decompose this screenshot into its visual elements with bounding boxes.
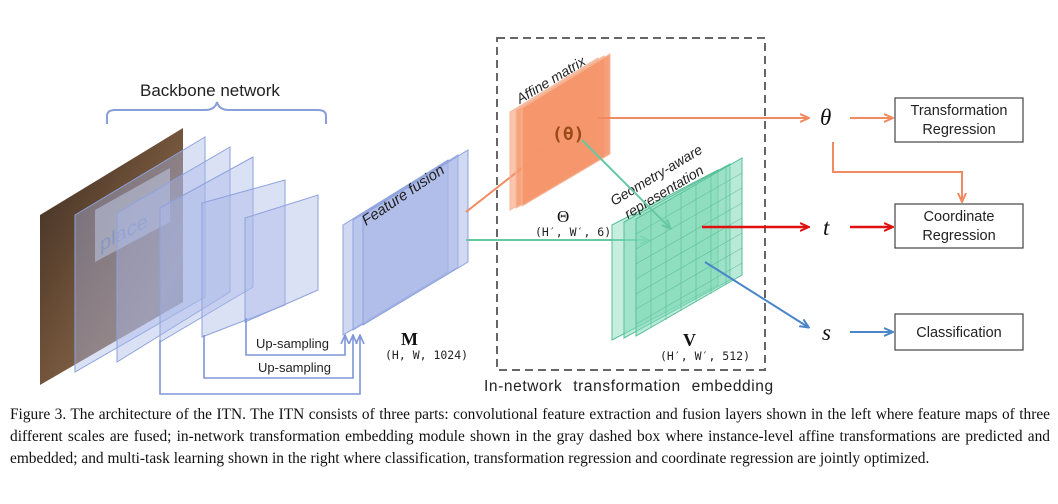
backbone-label: Backbone network (140, 81, 280, 100)
embedding-module-box (496, 37, 766, 371)
upsampling-label-1: Up-sampling (256, 336, 329, 351)
theta-to-geometry-arrow (581, 139, 670, 228)
transformation-regression-line2: Regression (922, 122, 995, 138)
output-theta-symbol: θ (820, 105, 831, 130)
classification-label: Classification (916, 325, 1001, 341)
itn-architecture-diagram: Backbone network place Up-sampling Up-sa… (40, 37, 1024, 395)
theta-dims: (H′, W′, 6) (535, 225, 611, 239)
transformation-regression-line1: Transformation (911, 103, 1008, 119)
s-output-arrow (704, 261, 808, 327)
output-t-symbol: t (823, 215, 830, 240)
m-dims: (H, W, 1024) (385, 348, 468, 362)
affine-matrix-stack (509, 53, 611, 211)
classification-box: Classification (894, 313, 1024, 351)
v-symbol: V (683, 330, 696, 350)
upsampling-label-2: Up-sampling (258, 360, 331, 375)
input-image: place (40, 128, 183, 385)
output-s-symbol: s (822, 320, 831, 345)
transformation-regression-box: Transformation Regression (894, 97, 1024, 143)
v-dims: (H′, W′, 512) (660, 349, 750, 363)
fused-feature-map (342, 149, 469, 336)
upsampling-connections (159, 318, 360, 395)
backbone-brace (106, 101, 327, 124)
coordinate-regression-line1: Coordinate (924, 209, 995, 225)
theta-capital-symbol: Θ (557, 207, 569, 226)
figure-caption: Figure 3. The architecture of the ITN. T… (10, 406, 1050, 467)
coordinate-regression-line2: Regression (922, 228, 995, 244)
backbone-layer-stack (74, 136, 319, 373)
theta-to-coordinate-arrow (832, 142, 962, 201)
embedding-module-label: In-network transformation embedding (484, 378, 774, 395)
coordinate-regression-box: Coordinate Regression (894, 203, 1024, 249)
theta-inner-symbol: (θ) (552, 124, 585, 145)
m-symbol: M (401, 329, 418, 349)
